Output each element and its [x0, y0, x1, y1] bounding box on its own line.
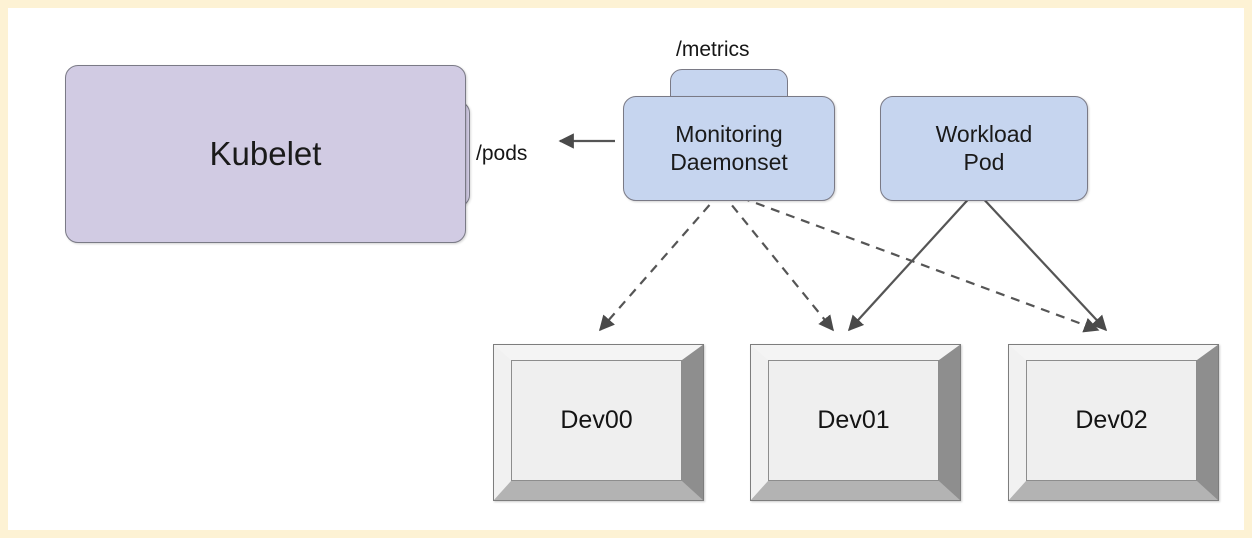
node-workload-pod-label-line2: Pod: [963, 148, 1005, 175]
diagram-canvas: Kubelet /pods /metrics Monitoring Daemon…: [8, 8, 1244, 530]
pods-endpoint-label: /pods: [476, 142, 528, 165]
device-face: Dev02: [1026, 360, 1197, 481]
edge-daemonset-to-dev01: [721, 192, 834, 332]
metrics-endpoint-label: /metrics: [676, 38, 750, 61]
edge-workload-to-dev02: [977, 192, 1108, 332]
node-device-dev00-label: Dev00: [560, 406, 633, 434]
node-device-dev02-label: Dev02: [1075, 406, 1148, 434]
device-face: Dev00: [511, 360, 682, 481]
node-monitoring-daemonset-label-line1: Monitoring: [675, 121, 783, 148]
node-workload-pod[interactable]: Workload Pod: [880, 96, 1088, 201]
node-workload-pod-label-line1: Workload: [935, 121, 1033, 148]
node-kubelet-label: Kubelet: [209, 134, 322, 172]
edge-workload-to-dev01: [847, 192, 975, 332]
edge-daemonset-to-dev02: [725, 190, 1100, 333]
node-monitoring-daemonset[interactable]: Monitoring Daemonset: [623, 96, 835, 201]
node-monitoring-daemonset-label-line2: Daemonset: [670, 148, 788, 175]
node-device-dev02[interactable]: Dev02: [1008, 344, 1219, 501]
node-device-dev01[interactable]: Dev01: [750, 344, 961, 501]
node-device-dev01-label: Dev01: [817, 406, 890, 434]
edge-daemonset-to-dev00: [598, 192, 721, 332]
node-device-dev00[interactable]: Dev00: [493, 344, 704, 501]
node-kubelet[interactable]: Kubelet: [65, 65, 466, 243]
device-face: Dev01: [768, 360, 939, 481]
